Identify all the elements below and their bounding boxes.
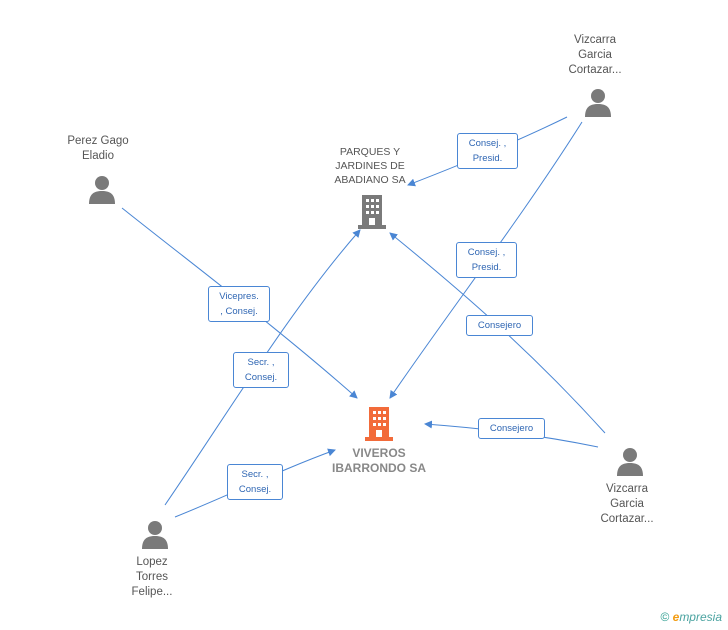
company-label-viveros: VIVEROS IBARRONDO SA — [331, 446, 426, 475]
role-label-secr-upper[interactable]: Secr. , Consej. — [233, 352, 289, 388]
building-icon[interactable] — [364, 406, 394, 442]
brand-logo-e: e — [672, 610, 680, 624]
person-label-vizcarra-bottom: Vizcarra Garcia Cortazar... — [600, 483, 654, 525]
role-label-consej-presid-top[interactable]: Consej. , Presid. — [457, 133, 518, 169]
role-label-secr-lower[interactable]: Secr. , Consej. — [227, 464, 283, 500]
role-label-consejero-upper[interactable]: Consejero — [466, 315, 533, 336]
person-icon[interactable] — [616, 447, 644, 477]
person-label-lopez-torres: Lopez Torres Felipe... — [131, 556, 173, 598]
role-label-consej-presid-mid[interactable]: Consej. , Presid. — [456, 242, 517, 278]
role-label-consejero-lower[interactable]: Consejero — [478, 418, 545, 439]
brand-footer: © empresia — [660, 610, 722, 624]
person-label-vizcarra-top: Vizcarra Garcia Cortazar... — [568, 34, 622, 76]
company-label-parques: PARQUES Y JARDINES DE ABADIANO SA — [334, 146, 406, 186]
person-label-perez-gago: Perez Gago Eladio — [67, 135, 129, 162]
brand-logo-text: mpresia — [679, 610, 722, 624]
person-icon[interactable] — [88, 175, 116, 205]
copyright-symbol: © — [660, 610, 670, 624]
person-icon[interactable] — [141, 520, 169, 550]
building-icon[interactable] — [357, 194, 387, 230]
person-icon[interactable] — [584, 88, 612, 118]
role-label-vicepres[interactable]: Vicepres. , Consej. — [208, 286, 270, 322]
